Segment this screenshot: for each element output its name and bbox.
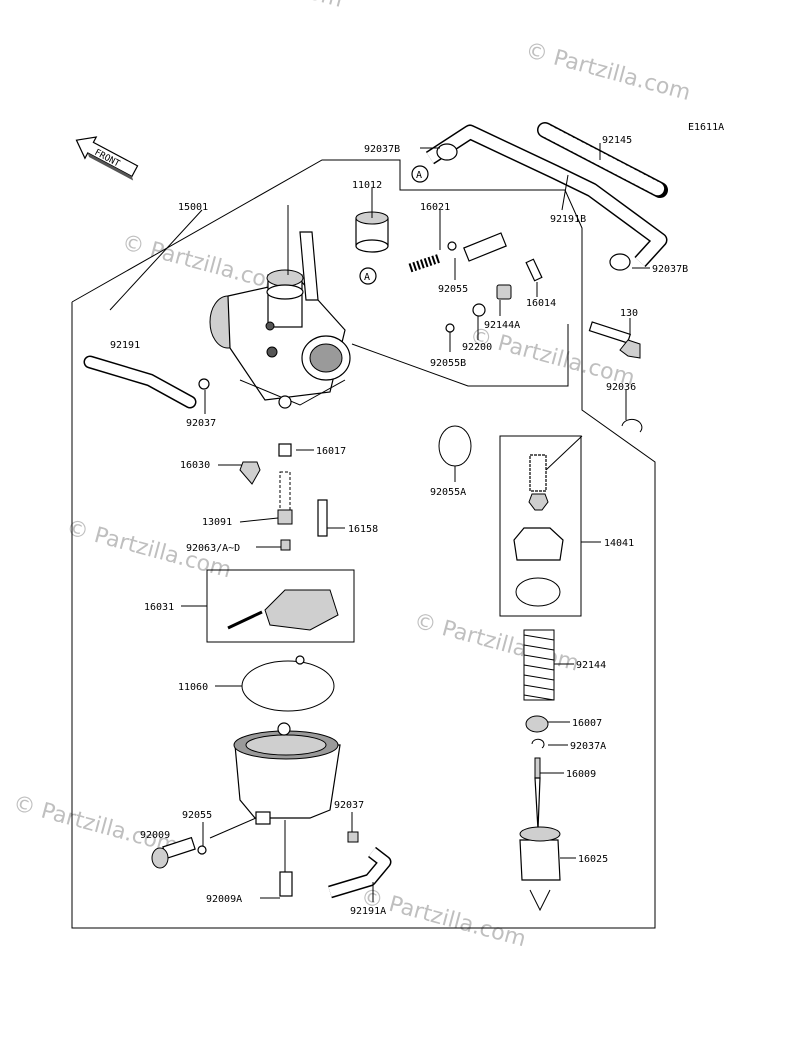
callout-label: 92037 bbox=[186, 418, 216, 429]
callout-label: 92055 bbox=[438, 284, 468, 295]
carb-body-subframe bbox=[351, 324, 569, 387]
watermark: © Partzilla.com bbox=[523, 38, 693, 106]
callout-label: 92200 bbox=[462, 342, 492, 353]
clip-92037A bbox=[531, 738, 545, 749]
callout-label: 92191 bbox=[110, 340, 140, 351]
spring-92144A bbox=[496, 284, 512, 300]
callout-label: 16009 bbox=[566, 769, 596, 780]
callout-labels: 92037B 92145 92191B 92037B 11012 15001 1… bbox=[110, 135, 688, 917]
callout-label: 16158 bbox=[348, 524, 378, 535]
jet-16158 bbox=[317, 499, 328, 537]
watermark: © Partzilla.com bbox=[411, 609, 581, 677]
callout-label: 16014 bbox=[526, 298, 556, 309]
callout-label: 92037 bbox=[334, 800, 364, 811]
clamp-92037 bbox=[347, 831, 359, 843]
callout-label: 92144A bbox=[484, 320, 520, 331]
callout-label: 92037B bbox=[652, 264, 688, 275]
float-bowl bbox=[233, 722, 341, 825]
adjuster-14041 bbox=[513, 454, 564, 607]
callout-label: 92037B bbox=[364, 144, 400, 155]
assembly-outline bbox=[71, 159, 656, 929]
watermark: © Partzilla.com bbox=[175, 0, 345, 13]
cap-11012 bbox=[355, 211, 389, 253]
gasket-11060 bbox=[241, 660, 335, 712]
callout-label: 11012 bbox=[352, 180, 382, 191]
callout-label: 92191A bbox=[350, 906, 386, 917]
callout-label: 16007 bbox=[572, 718, 602, 729]
callout-label: 92036 bbox=[606, 382, 636, 393]
callout-label: 16021 bbox=[420, 202, 450, 213]
front-arrow-icon: FRONT bbox=[75, 136, 139, 181]
hose-92191A bbox=[328, 846, 392, 899]
leader-lines bbox=[109, 143, 650, 902]
callout-label: 14041 bbox=[604, 538, 634, 549]
jet-16017 bbox=[278, 443, 292, 457]
diagram-code: E1611A bbox=[688, 122, 724, 133]
callout-label: 92144 bbox=[576, 660, 606, 671]
screw-92009A bbox=[279, 871, 293, 897]
callout-label: 15001 bbox=[178, 202, 208, 213]
callout-label: 16025 bbox=[578, 854, 608, 865]
fuel-hose-92145 bbox=[537, 122, 668, 198]
hose-clamp-icon bbox=[436, 143, 631, 271]
callout-label: 92055A bbox=[430, 487, 466, 498]
callout-label: 92055B bbox=[430, 358, 466, 369]
needle-jet-13091 bbox=[277, 471, 293, 525]
carburetor-body bbox=[209, 231, 351, 409]
throttle-valve-16025 bbox=[519, 826, 561, 912]
callout-label: A bbox=[416, 170, 422, 181]
callout-label: 130 bbox=[620, 308, 638, 319]
callout-label: 11060 bbox=[178, 682, 208, 693]
callout-label: 16017 bbox=[316, 446, 346, 457]
watermark: © Partzilla.com bbox=[10, 791, 180, 859]
callout-label: 92063/A~D bbox=[186, 543, 240, 554]
clip-92036 bbox=[621, 418, 643, 433]
callout-label: 16030 bbox=[180, 460, 210, 471]
callout-label: 13091 bbox=[202, 517, 232, 528]
fitting-16014 bbox=[525, 258, 543, 282]
callout-label: 92191B bbox=[550, 214, 586, 225]
reference-a-marker: A bbox=[411, 165, 429, 183]
callout-label: 16031 bbox=[144, 602, 174, 613]
o-ring-92055 bbox=[197, 845, 207, 855]
callout-label: 92009 bbox=[140, 830, 170, 841]
callout-label: 92009A bbox=[206, 894, 242, 905]
retainer-16007 bbox=[525, 715, 549, 733]
hose-92191B bbox=[425, 124, 668, 268]
o-ring-92055A bbox=[438, 425, 472, 467]
callout-label: 92145 bbox=[602, 135, 632, 146]
callout-label: 92037A bbox=[570, 741, 606, 752]
callout-label: 92055 bbox=[182, 810, 212, 821]
watermark-layer: © Partzilla.com © Partzilla.com © Partzi… bbox=[10, 0, 693, 952]
hose-92191 bbox=[83, 355, 210, 409]
needle-16009 bbox=[534, 757, 541, 831]
watermark: © Partzilla.com bbox=[358, 884, 528, 952]
pilot-screw-16021 bbox=[408, 232, 507, 273]
bolt-130 bbox=[588, 321, 641, 359]
float-valve-16030 bbox=[239, 461, 261, 485]
float-16031 bbox=[227, 589, 339, 631]
washer-92200 bbox=[472, 303, 486, 317]
reference-a-marker: A bbox=[359, 267, 377, 285]
callout-label: A bbox=[364, 272, 370, 283]
drain-screw-92009 bbox=[151, 836, 196, 869]
o-ring-92055B bbox=[445, 323, 455, 333]
jet-92063 bbox=[280, 539, 291, 551]
throttle-box bbox=[499, 435, 582, 617]
spring-92144 bbox=[523, 629, 555, 701]
